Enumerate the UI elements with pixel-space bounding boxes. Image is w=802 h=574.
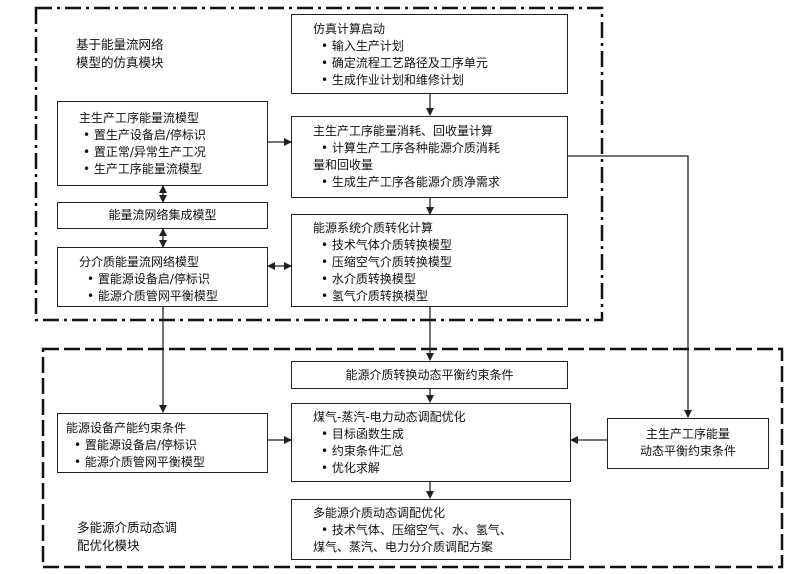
main-process-model-box: 主生产工序能量流模型 • 置生产设备启/停标识 • 置正常/异常生产工况 • 生…: [57, 101, 268, 186]
simulation-module-label-line2: 模型的仿真模块: [76, 55, 164, 70]
subnetwork-model-item: • 置能源设备启/停标识: [87, 272, 210, 286]
sim-start-item: • 生成作业计划和维修计划: [321, 73, 464, 87]
medium-conversion-title: 能源系统介质转化计算: [313, 221, 434, 235]
sim-start-item: • 确定流程工艺路径及工序单元: [321, 56, 488, 70]
gas-steam-opt-item: • 目标函数生成: [321, 427, 404, 441]
capacity-constraint-item: • 能源介质管网平衡模型: [74, 455, 205, 469]
main-process-model-item: • 生产工序能量流模型: [83, 162, 202, 176]
multi-opt-box: 多能源介质动态调配优化 • 技术气体、压缩空气、水、氢气、 煤气、蒸汽、电力分介…: [291, 499, 571, 560]
subnetwork-model-item: • 能源介质管网平衡模型: [87, 289, 218, 303]
sim-start-box: 仿真计算启动 • 输入生产计划 • 确定流程工艺路径及工序单元 • 生成作业计划…: [291, 14, 568, 94]
optimization-module-label: 多能源介质动态调 配优化模块: [77, 519, 177, 555]
medium-conversion-item: • 水介质转换模型: [321, 272, 416, 286]
capacity-constraint-item: • 置能源设备启/停标识: [74, 438, 197, 452]
subnetwork-model-box: 分介质能量流网络模型 • 置能源设备启/停标识 • 能源介质管网平衡模型: [57, 247, 268, 307]
energy-calc-title: 主生产工序能量消耗、回收量计算: [313, 124, 494, 138]
gas-steam-opt-title: 煤气-蒸汽-电力动态调配优化: [313, 410, 466, 424]
subnetwork-model-title: 分介质能量流网络模型: [79, 255, 200, 269]
medium-conversion-item: • 压缩空气介质转换模型: [321, 255, 452, 269]
balance-constraint-title: 能源介质转换动态平衡约束条件: [345, 368, 514, 382]
medium-conversion-box: 能源系统介质转化计算 • 技术气体介质转换模型 • 压缩空气介质转换模型 • 水…: [291, 214, 568, 307]
gas-steam-opt-box: 煤气-蒸汽-电力动态调配优化 • 目标函数生成 • 约束条件汇总 • 优化求解: [291, 403, 571, 482]
simulation-module-label-line1: 基于能量流网络: [76, 37, 164, 52]
energy-calc-item: • 生成生产工序各能源介质净需求: [321, 175, 500, 189]
gas-steam-opt-item: • 约束条件汇总: [321, 444, 404, 458]
network-integration-title: 能量流网络集成模型: [108, 208, 217, 222]
optimization-module-label-line1: 多能源介质动态调: [77, 520, 178, 535]
main-process-model-title: 主生产工序能量流模型: [79, 111, 200, 125]
optimization-module-label-line2: 配优化模块: [77, 538, 140, 553]
process-balance-title-line1: 主生产工序能量: [645, 427, 730, 441]
network-integration-box: 能量流网络集成模型: [57, 202, 268, 229]
gas-steam-opt-item: • 优化求解: [321, 461, 380, 475]
balance-constraint-box: 能源介质转换动态平衡约束条件: [291, 361, 568, 389]
sim-start-title: 仿真计算启动: [313, 22, 386, 36]
arrow-calc-to-process-balance: [568, 155, 692, 418]
process-balance-box: 主生产工序能量 动态平衡约束条件: [607, 418, 769, 469]
capacity-constraint-box: 能源设备产能约束条件 • 置能源设备启/停标识 • 能源介质管网平衡模型: [57, 413, 268, 473]
multi-opt-title: 多能源介质动态调配优化: [313, 506, 446, 520]
main-process-model-item: • 置正常/异常生产工况: [83, 145, 206, 159]
multi-opt-item: • 技术气体、压缩空气、水、氢气、: [321, 523, 512, 537]
simulation-module-label: 基于能量流网络 模型的仿真模块: [76, 36, 164, 72]
capacity-constraint-title: 能源设备产能约束条件: [66, 421, 187, 435]
optimization-module-frame: [41, 347, 784, 569]
energy-calc-item: • 计算生产工序各种能源介质消耗: [321, 141, 500, 155]
medium-conversion-item: • 技术气体介质转换模型: [321, 238, 452, 252]
medium-conversion-item: • 氢气介质转换模型: [321, 289, 428, 303]
energy-calc-item: 量和回收量: [313, 158, 374, 172]
simulation-module-frame: [34, 6, 604, 322]
main-process-model-item: • 置生产设备启/停标识: [83, 128, 206, 142]
multi-opt-item: 煤气、蒸汽、电力分介质调配方案: [313, 540, 494, 554]
sim-start-item: • 输入生产计划: [321, 39, 404, 53]
process-balance-title-line2: 动态平衡约束条件: [639, 444, 736, 458]
energy-calc-box: 主生产工序能量消耗、回收量计算 • 计算生产工序各种能源介质消耗 量和回收量 •…: [291, 116, 568, 198]
